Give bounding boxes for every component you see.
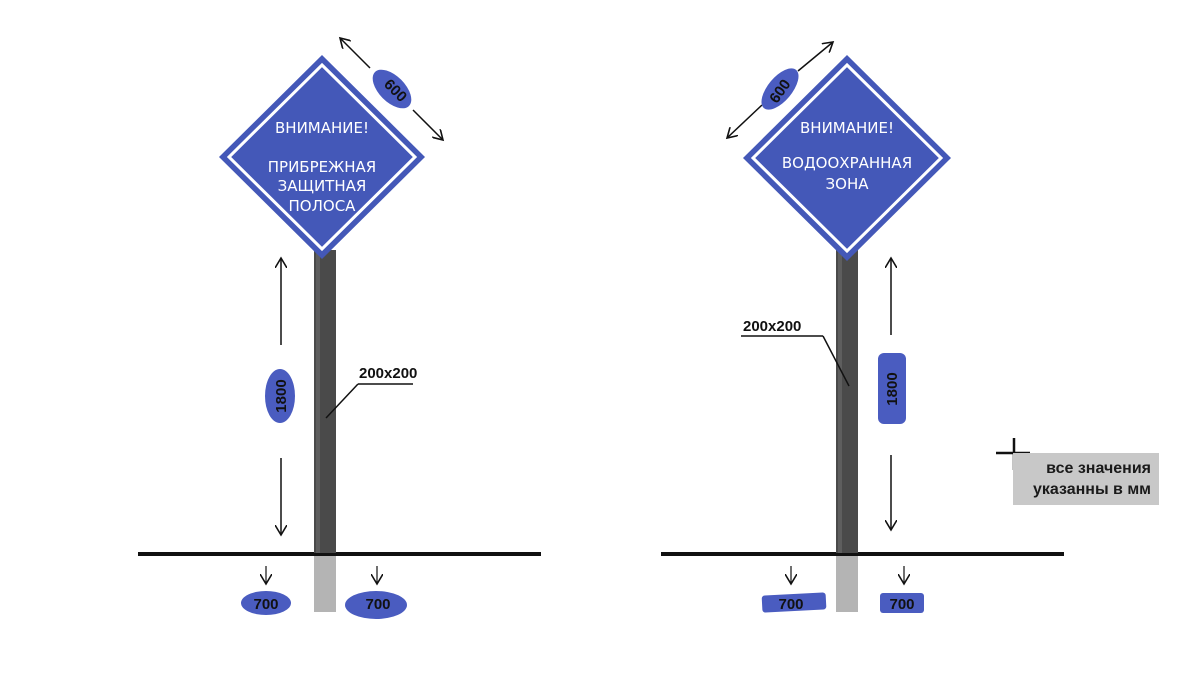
right-sign-line-4: ЗОНА <box>826 175 870 193</box>
left-post-underground <box>314 555 336 612</box>
left-signpost: ВНИМАНИЕ! ПРИБРЕЖНАЯ ЗАЩИТНАЯ ПОЛОСА 600… <box>138 38 541 619</box>
left-depth-left-marker <box>241 591 291 615</box>
left-sign-plate <box>219 55 425 259</box>
right-signpost: ВНИМАНИЕ! ВОДООХРАННАЯ ЗОНА 600 1800 200… <box>661 42 1064 613</box>
right-sign-plate <box>743 55 951 261</box>
left-post-size-label: 200x200 <box>359 365 417 382</box>
left-sign-line-3: ПРИБРЕЖНАЯ <box>268 158 376 176</box>
right-post-underground <box>836 555 858 612</box>
units-note-line-2: указанны в мм <box>1032 481 1151 498</box>
left-height-label: 1800 <box>273 379 290 412</box>
right-depth-left-label: 700 <box>778 596 803 613</box>
left-height-marker <box>265 369 295 423</box>
right-height-marker <box>878 353 906 424</box>
left-post-leader <box>325 383 359 419</box>
left-depth-right-marker <box>345 591 407 619</box>
right-side-dimension-marker <box>761 68 799 110</box>
units-note-line-1: все значения <box>1046 460 1151 477</box>
right-sign-line-3: ВОДООХРАННАЯ <box>782 154 912 172</box>
left-side-dimension-arrow <box>340 38 371 69</box>
left-depth-right-label: 700 <box>365 596 390 613</box>
right-side-dimension-arrow <box>797 42 833 72</box>
left-side-dimension-marker <box>372 69 412 109</box>
right-depth-left-marker <box>761 592 827 613</box>
right-depth-right-marker <box>880 593 924 613</box>
left-sign-line-1: ВНИМАНИЕ! <box>275 119 369 137</box>
left-depth-left-label: 700 <box>253 596 278 613</box>
right-depth-right-label: 700 <box>889 596 914 613</box>
right-sign-line-1: ВНИМАНИЕ! <box>800 119 894 137</box>
left-sign-line-5: ПОЛОСА <box>289 197 357 215</box>
units-note: все значения указанны в мм <box>1013 453 1159 505</box>
left-sign-line-4: ЗАЩИТНАЯ <box>278 177 367 195</box>
right-height-label: 1800 <box>884 372 901 405</box>
right-post-size-label: 200x200 <box>743 318 801 335</box>
